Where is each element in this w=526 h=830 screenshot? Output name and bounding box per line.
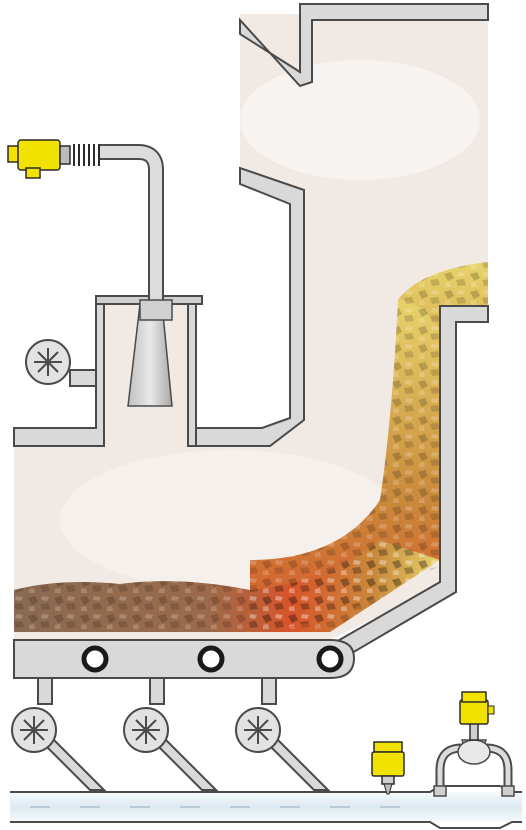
conveyor-roller [200,648,222,670]
conveyor-roller [84,648,106,670]
conveyor-roller [319,648,341,670]
fan-icon [34,348,62,376]
fan-under-3 [236,708,280,752]
fan-icon [20,716,48,744]
conveyor-belt [14,640,354,678]
fan-icon [132,716,160,744]
fan-icon [244,716,272,744]
level-sensor-top [8,140,99,178]
fans-under-grate [38,678,328,790]
fan-side [26,340,96,386]
fan-under-1 [12,708,56,752]
differential-pressure-sensor [434,692,514,796]
pressure-sensor-bottom [372,742,404,794]
smoke-cloud [240,60,480,180]
fan-under-2 [124,708,168,752]
sensor-pipe [100,152,156,300]
